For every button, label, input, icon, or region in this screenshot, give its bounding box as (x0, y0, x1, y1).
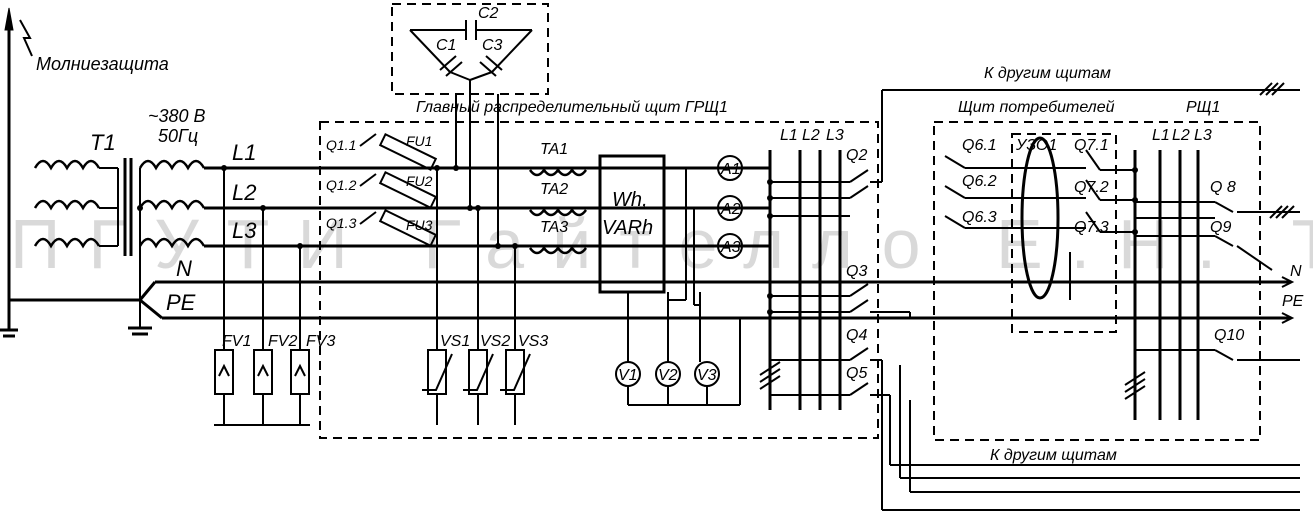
voltmeters (615, 168, 741, 406)
surge-arresters-fv (214, 165, 310, 426)
lightning-bolt-icon (19, 19, 33, 57)
l3-label: L3 (232, 218, 257, 243)
q61-label: Q6.1 (962, 137, 997, 154)
input-switches-fuses (359, 132, 438, 248)
q2-label: Q2 (846, 147, 867, 164)
a1-label: A1 (720, 161, 741, 178)
bus-l2-label: L2 (802, 127, 820, 144)
consumer-breakers (944, 149, 1135, 233)
q3-label: Q3 (846, 263, 867, 280)
q62-label: Q6.2 (962, 173, 997, 190)
fv1-label: FV1 (222, 333, 251, 350)
q4-label: Q4 (846, 327, 867, 344)
c2-label: C2 (478, 5, 499, 22)
rbus-l3-label: L3 (1194, 127, 1212, 144)
q5-label: Q5 (846, 365, 867, 382)
fu3-label: FU3 (406, 217, 433, 233)
q73-label: Q7.3 (1074, 219, 1109, 236)
main-busbars (759, 150, 850, 410)
transformer-t1 (33, 158, 206, 336)
q63-label: Q6.3 (962, 209, 997, 226)
l1-label: L1 (232, 140, 256, 165)
meter-label-2: VARh (602, 217, 653, 239)
bus-l3-label: L3 (826, 127, 844, 144)
rbus-l1-label: L1 (1152, 127, 1170, 144)
fv3-label: FV3 (306, 333, 335, 350)
ammeters (717, 155, 743, 259)
q12-label: Q1.2 (326, 177, 357, 193)
lightning-label: Молниезащита (36, 54, 169, 74)
current-transformers (528, 167, 588, 255)
t1-label: T1 (90, 130, 116, 155)
bus-l1-label: L1 (780, 127, 798, 144)
q10-label: Q10 (1214, 327, 1244, 344)
to-other-panels-top: К другим щитам (984, 65, 1111, 82)
vs3-label: VS3 (518, 333, 548, 350)
ta1-label: TA1 (540, 141, 568, 158)
n-label: N (176, 256, 192, 281)
ta2-label: TA2 (540, 181, 568, 198)
q71-label: Q7.1 (1074, 137, 1109, 154)
vs2-label: VS2 (480, 333, 510, 350)
main-panel-title: Главный распределительный щит ГРЩ1 (416, 99, 728, 116)
a2-label: A2 (720, 201, 741, 218)
meter-label-1: Wh, (612, 189, 648, 211)
c3-label: C3 (482, 37, 503, 54)
rsh1-label: РЩ1 (1186, 99, 1220, 116)
q72-label: Q7.2 (1074, 179, 1109, 196)
c1-label: C1 (436, 37, 456, 54)
q9-label: Q9 (1210, 219, 1231, 236)
consumer-panel-box (933, 121, 1261, 441)
energy-meter (598, 154, 666, 294)
q8-label: Q 8 (1210, 179, 1236, 196)
v1-label: V1 (618, 367, 638, 384)
consumer-busbars (1124, 150, 1300, 420)
fv2-label: FV2 (268, 333, 297, 350)
pe-label: PE (166, 290, 196, 315)
fu2-label: FU2 (406, 173, 433, 189)
v3-label: V3 (697, 367, 717, 384)
frequency-label: 50Гц (158, 126, 198, 146)
out-pe-label: PE (1282, 293, 1304, 310)
outgoing-breakers (849, 82, 1300, 511)
v2-label: V2 (658, 367, 678, 384)
lightning-protection (0, 7, 140, 338)
q13-label: Q1.3 (326, 215, 357, 231)
watermark: ПГУТИ Гайтелло Е.Н. Тэлуз (10, 205, 1313, 283)
a3-label: A3 (720, 239, 741, 256)
to-other-panels-bottom: К другим щитам (990, 447, 1117, 464)
ta3-label: TA3 (540, 219, 568, 236)
capacitors (409, 20, 533, 249)
fu1-label: FU1 (406, 133, 432, 149)
varistors-vs (422, 165, 531, 425)
main-panel-box (319, 121, 879, 439)
rbus-l2-label: L2 (1172, 127, 1190, 144)
rcd-core (1020, 136, 1060, 300)
voltage-label: ~380 В (148, 106, 206, 126)
l2-label: L2 (232, 180, 256, 205)
out-n-label: N (1290, 263, 1302, 280)
rcd-label: УЗО1 (1015, 137, 1057, 154)
consumer-panel-title: Щит потребителей (958, 99, 1115, 116)
vs1-label: VS1 (440, 333, 470, 350)
q11-label: Q1.1 (326, 137, 356, 153)
